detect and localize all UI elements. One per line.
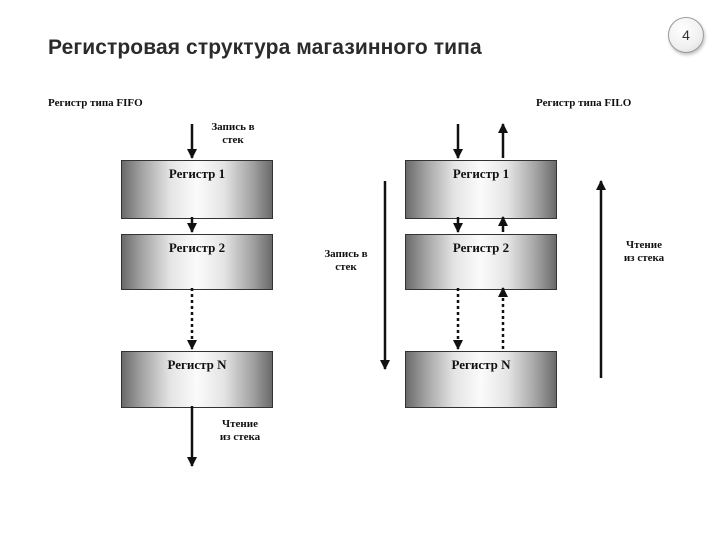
slide-title: Регистровая структура магазинного типа [48, 36, 482, 59]
fifo-register-1-label: Регистр 1 [168, 166, 226, 181]
filo-write-label: Запись в стек [314, 248, 378, 274]
filo-register-2-label: Регистр 2 [452, 240, 510, 255]
filo-register-2: Регистр 2 [405, 234, 557, 290]
page-number-badge: 4 [668, 17, 704, 53]
filo-register-1: Регистр 1 [405, 160, 557, 219]
filo-write-label-line-2: стек [335, 261, 357, 273]
fifo-heading: Регистр типа FIFO [48, 97, 143, 109]
filo-read-label: Чтение из стека [612, 239, 676, 265]
fifo-write-label-line-2: стек [222, 134, 244, 146]
filo-register-n: Регистр N [405, 351, 557, 408]
fifo-write-label: Запись в стек [204, 121, 262, 147]
fifo-read-label-line-1: Чтение [222, 418, 258, 430]
filo-read-label-line-1: Чтение [626, 239, 662, 251]
filo-register-n-label: Регистр N [451, 357, 511, 372]
fifo-register-n: Регистр N [121, 351, 273, 408]
fifo-register-1: Регистр 1 [121, 160, 273, 219]
filo-register-1-label: Регистр 1 [452, 166, 510, 181]
fifo-register-2-label: Регистр 2 [168, 240, 226, 255]
fifo-read-label-line-2: из стека [219, 431, 261, 443]
filo-read-label-line-2: из стека [623, 252, 665, 264]
fifo-register-2: Регистр 2 [121, 234, 273, 290]
filo-write-label-line-1: Запись в [324, 248, 368, 260]
fifo-write-label-line-1: Запись в [211, 121, 255, 133]
filo-heading: Регистр типа FILO [536, 97, 632, 109]
fifo-register-n-label: Регистр N [167, 357, 227, 372]
fifo-read-label: Чтение из стека [208, 418, 272, 444]
